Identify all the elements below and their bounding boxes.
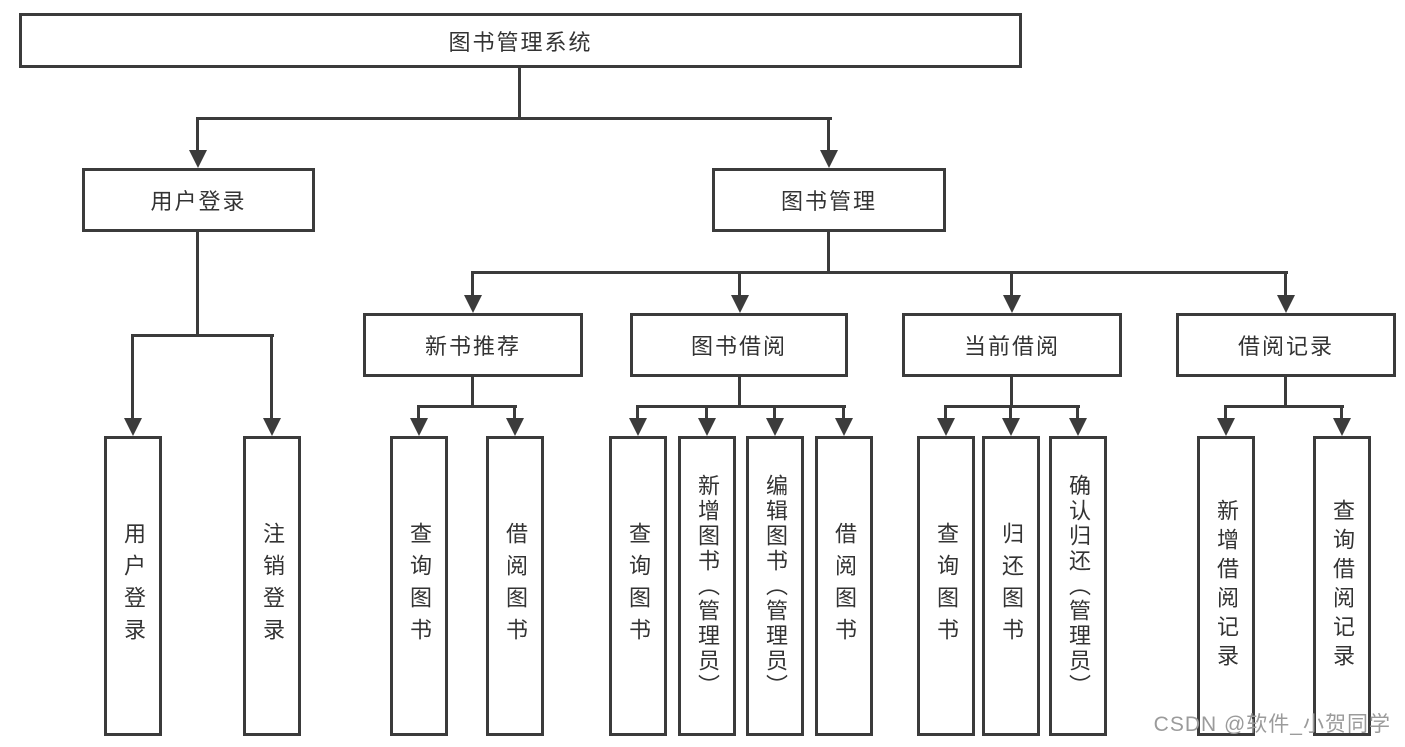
arrowhead-icon [698,418,716,436]
arrowhead-icon [835,418,853,436]
connector-line [944,405,1080,408]
node-borrow-records: 借阅记录 [1176,313,1396,377]
connector-line [842,405,845,420]
arrowhead-icon [1333,418,1351,436]
arrowhead-icon [124,418,142,436]
arrowhead-icon [820,150,838,168]
connector-line [738,377,741,407]
connector-line [131,334,274,337]
connector-line [773,405,776,420]
connector-line [1009,405,1012,420]
arrowhead-icon [1277,295,1295,313]
arrowhead-icon [937,418,955,436]
arrowhead-icon [189,150,207,168]
arrowhead-icon [731,295,749,313]
arrowhead-icon [629,418,647,436]
leaf-query-books-3: 查询图书 [917,436,975,736]
connector-line [417,405,420,420]
connector-line [705,405,708,420]
arrowhead-icon [410,418,428,436]
connector-line [513,405,516,420]
connector-line [518,68,521,118]
node-library-system: 图书管理系统 [19,13,1022,68]
leaf-add-borrow-record: 新增借阅记录 [1197,436,1255,736]
connector-line [471,377,474,407]
connector-line [1076,405,1079,420]
leaf-query-books-2: 查询图书 [609,436,667,736]
connector-line [1224,405,1344,408]
leaf-query-borrow-record: 查询借阅记录 [1313,436,1371,736]
csdn-watermark: CSDN @软件_小贺同学 [1153,713,1391,736]
connector-line [1340,405,1343,420]
arrowhead-icon [506,418,524,436]
leaf-edit-book-admin: 编辑图书（管理员） [746,436,804,736]
connector-line [270,334,273,420]
connector-line [196,117,832,120]
arrowhead-icon [1003,295,1021,313]
connector-line [196,232,199,336]
node-book-borrow: 图书借阅 [630,313,848,377]
node-current-borrow: 当前借阅 [902,313,1122,377]
connector-line [1284,271,1287,297]
connector-line [738,271,741,297]
connector-line [1010,377,1013,407]
node-book-management: 图书管理 [712,168,946,232]
arrowhead-icon [464,295,482,313]
arrowhead-icon [766,418,784,436]
leaf-add-book-admin: 新增图书（管理员） [678,436,736,736]
leaf-confirm-return-admin: 确认归还（管理员） [1049,436,1107,736]
connector-line [131,334,134,420]
arrowhead-icon [1217,418,1235,436]
connector-line [417,405,517,408]
leaf-return-book: 归还图书 [982,436,1040,736]
connector-line [196,117,199,152]
connector-line [636,405,639,420]
arrowhead-icon [263,418,281,436]
connector-line [636,405,846,408]
leaf-query-books-1: 查询图书 [390,436,448,736]
leaf-borrow-books-2: 借阅图书 [815,436,873,736]
arrowhead-icon [1069,418,1087,436]
leaf-logout: 注销登录 [243,436,301,736]
connector-line [1284,377,1287,407]
leaf-borrow-books-1: 借阅图书 [486,436,544,736]
connector-line [471,271,1288,274]
node-user-login: 用户登录 [82,168,315,232]
connector-line [471,271,474,297]
connector-line [827,232,830,273]
connector-line [1010,271,1013,297]
connector-line [944,405,947,420]
connector-line [1224,405,1227,420]
leaf-user-login: 用户登录 [104,436,162,736]
connector-line [827,117,830,152]
node-new-book-recommend: 新书推荐 [363,313,583,377]
arrowhead-icon [1002,418,1020,436]
